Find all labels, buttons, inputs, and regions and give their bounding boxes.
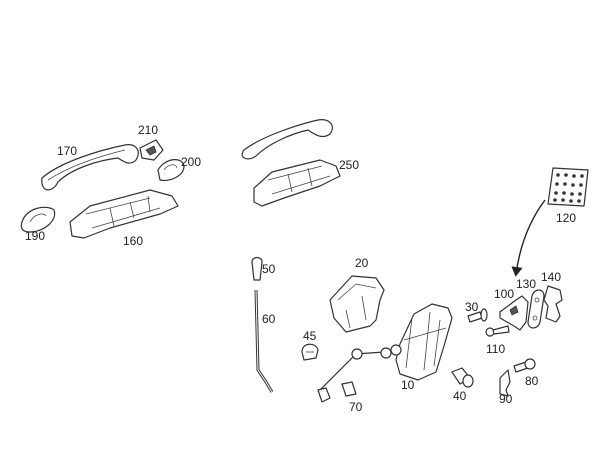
part-20-cover	[329, 275, 385, 333]
callout-40: 40	[453, 389, 467, 403]
callout-200: 200	[181, 155, 201, 169]
callout-60: 60	[262, 312, 276, 326]
callout-20: 20	[355, 256, 369, 270]
part-160-handle-carrier	[69, 189, 179, 239]
callout-10: 10	[401, 378, 415, 392]
part-80-screw	[513, 358, 536, 373]
callout-80: 80	[525, 374, 539, 388]
callout-110: 110	[486, 342, 505, 356]
part-40-bolt	[451, 367, 474, 388]
part-90-bracket	[499, 369, 511, 397]
callout-30: 30	[465, 300, 479, 314]
callout-140: 140	[541, 270, 561, 284]
callout-120: 120	[556, 211, 576, 225]
callout-45: 45	[303, 329, 317, 343]
callout-100: 100	[494, 287, 514, 301]
part-110-screw	[485, 325, 510, 337]
part-250-handle-assembly	[241, 119, 341, 207]
part-100-striker	[499, 295, 529, 331]
callout-50: 50	[262, 262, 276, 276]
part-30-screw	[467, 308, 488, 323]
part-200-gasket	[157, 159, 185, 181]
callout-210: 210	[138, 123, 158, 137]
callout-170: 170	[57, 144, 77, 158]
part-70-cable	[317, 347, 392, 403]
part-190-gasket	[20, 206, 56, 233]
callout-250: 250	[339, 158, 359, 172]
part-210-cap	[139, 139, 164, 161]
callout-90: 90	[499, 392, 513, 406]
part-10-door-lock	[390, 303, 453, 381]
part-130-plate	[527, 289, 545, 329]
part-140-shim	[543, 285, 563, 323]
part-60-rod	[254, 289, 274, 393]
part-45-clip	[301, 343, 319, 361]
part-120-pad	[511, 167, 589, 277]
callout-160: 160	[123, 234, 143, 248]
callout-130: 130	[516, 277, 536, 291]
part-170-outer-handle	[41, 144, 139, 191]
callout-190: 190	[25, 229, 45, 243]
arrow-120-to-100	[511, 199, 546, 277]
callout-70: 70	[349, 400, 363, 414]
part-50-lock-knob	[251, 256, 263, 281]
